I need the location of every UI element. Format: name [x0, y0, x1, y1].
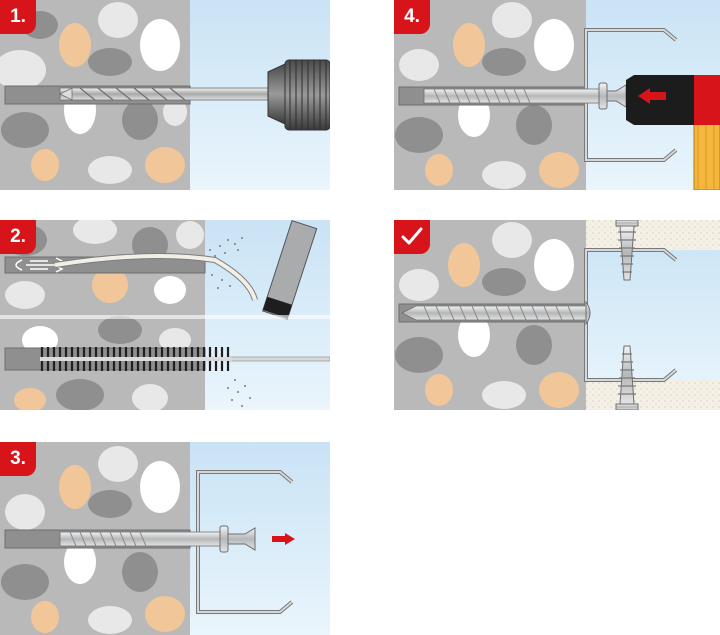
final-step-panel	[394, 220, 720, 410]
step-3-panel: 3.	[0, 442, 330, 635]
frame-anchor	[423, 82, 627, 110]
wall-stones	[395, 222, 579, 409]
step-2-panel: 2.	[0, 220, 330, 410]
checkmark-icon	[401, 227, 423, 245]
cleaning-brush	[40, 347, 330, 371]
top-screw	[615, 220, 639, 281]
hammer	[626, 75, 720, 190]
step-badge: 2.	[0, 220, 36, 254]
drill-hole-illustration	[0, 0, 330, 190]
step-badge: 4.	[394, 0, 430, 34]
frame-anchor	[401, 300, 591, 326]
installed-anchor-illustration	[394, 220, 720, 410]
push-arrow-icon	[272, 533, 295, 545]
clean-hole-illustration	[0, 220, 330, 410]
step-4-panel: 4.	[394, 0, 720, 190]
hammer-in-illustration	[394, 0, 720, 190]
step-badge: 3.	[0, 442, 36, 476]
drill-bit	[59, 87, 276, 101]
dust-cloud	[227, 379, 251, 407]
insert-anchor-illustration	[0, 442, 330, 635]
bottom-screw	[615, 345, 639, 410]
frame-anchor	[59, 525, 256, 553]
wall-stones	[1, 446, 185, 634]
drill-chuck	[267, 59, 330, 131]
push-arrow-icon	[638, 88, 666, 104]
step-badge: 1.	[0, 0, 36, 34]
checkmark-badge	[394, 220, 430, 254]
step-1-panel: 1.	[0, 0, 330, 190]
dust-cloud	[209, 237, 243, 289]
